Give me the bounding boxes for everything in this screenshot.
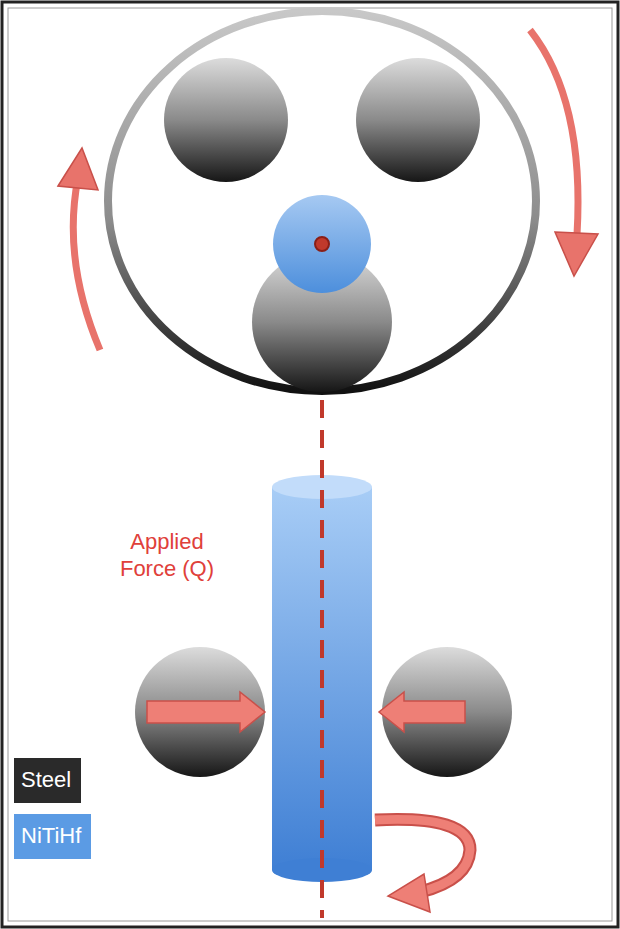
rotation-arrow — [530, 30, 578, 235]
rotation-arrow — [73, 178, 100, 350]
nitihf-rod-section — [273, 195, 371, 293]
steel-ball — [164, 58, 288, 182]
inner-frame — [8, 8, 612, 921]
steel-ball — [135, 647, 265, 777]
rotation-axis — [320, 400, 324, 918]
legend-text: NiTiHf — [21, 823, 81, 848]
bearing-ring — [108, 11, 536, 391]
arrow-head — [58, 148, 98, 190]
arrow-head — [555, 232, 598, 276]
legend-swatch: Steel — [14, 758, 81, 803]
force-arrow — [379, 692, 465, 732]
force-arrow — [147, 692, 265, 732]
legend-swatch: NiTiHf — [14, 814, 91, 859]
arrow-head — [388, 874, 430, 912]
legend-text: Steel — [21, 767, 71, 792]
axis-dot — [315, 237, 329, 251]
steel-ball — [356, 58, 480, 182]
force-label: Applied Force (Q) — [118, 528, 216, 582]
